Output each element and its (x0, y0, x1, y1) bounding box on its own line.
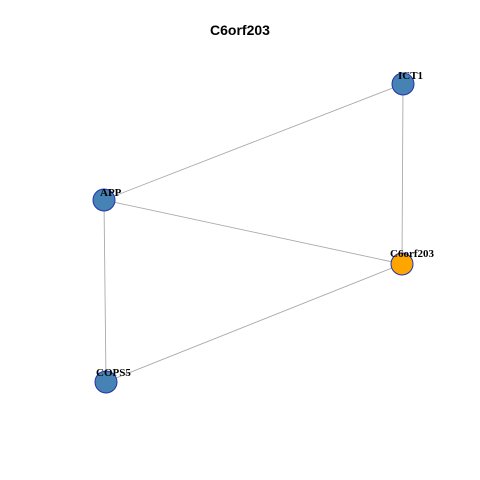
node-label-app: APP (100, 187, 122, 199)
edge-app-ict1 (103, 83, 404, 201)
node-cops5[interactable] (94, 370, 118, 394)
node-label-c6orf203: C6orf203 (390, 248, 434, 260)
edge-cops5-c6orf203 (105, 263, 403, 383)
node-ict1[interactable] (391, 72, 415, 96)
node-c6orf203[interactable] (390, 252, 414, 276)
node-layer (92, 72, 415, 394)
node-label-cops5: COPS5 (96, 367, 131, 379)
node-label-ict1: ICT1 (398, 70, 423, 82)
edge-ict1-c6orf203 (401, 83, 404, 265)
node-app[interactable] (92, 188, 116, 212)
edge-app-cops5 (103, 199, 107, 383)
edge-layer (103, 83, 404, 383)
edge-app-c6orf203 (103, 199, 403, 265)
graph-title: C6orf203 (210, 22, 270, 38)
